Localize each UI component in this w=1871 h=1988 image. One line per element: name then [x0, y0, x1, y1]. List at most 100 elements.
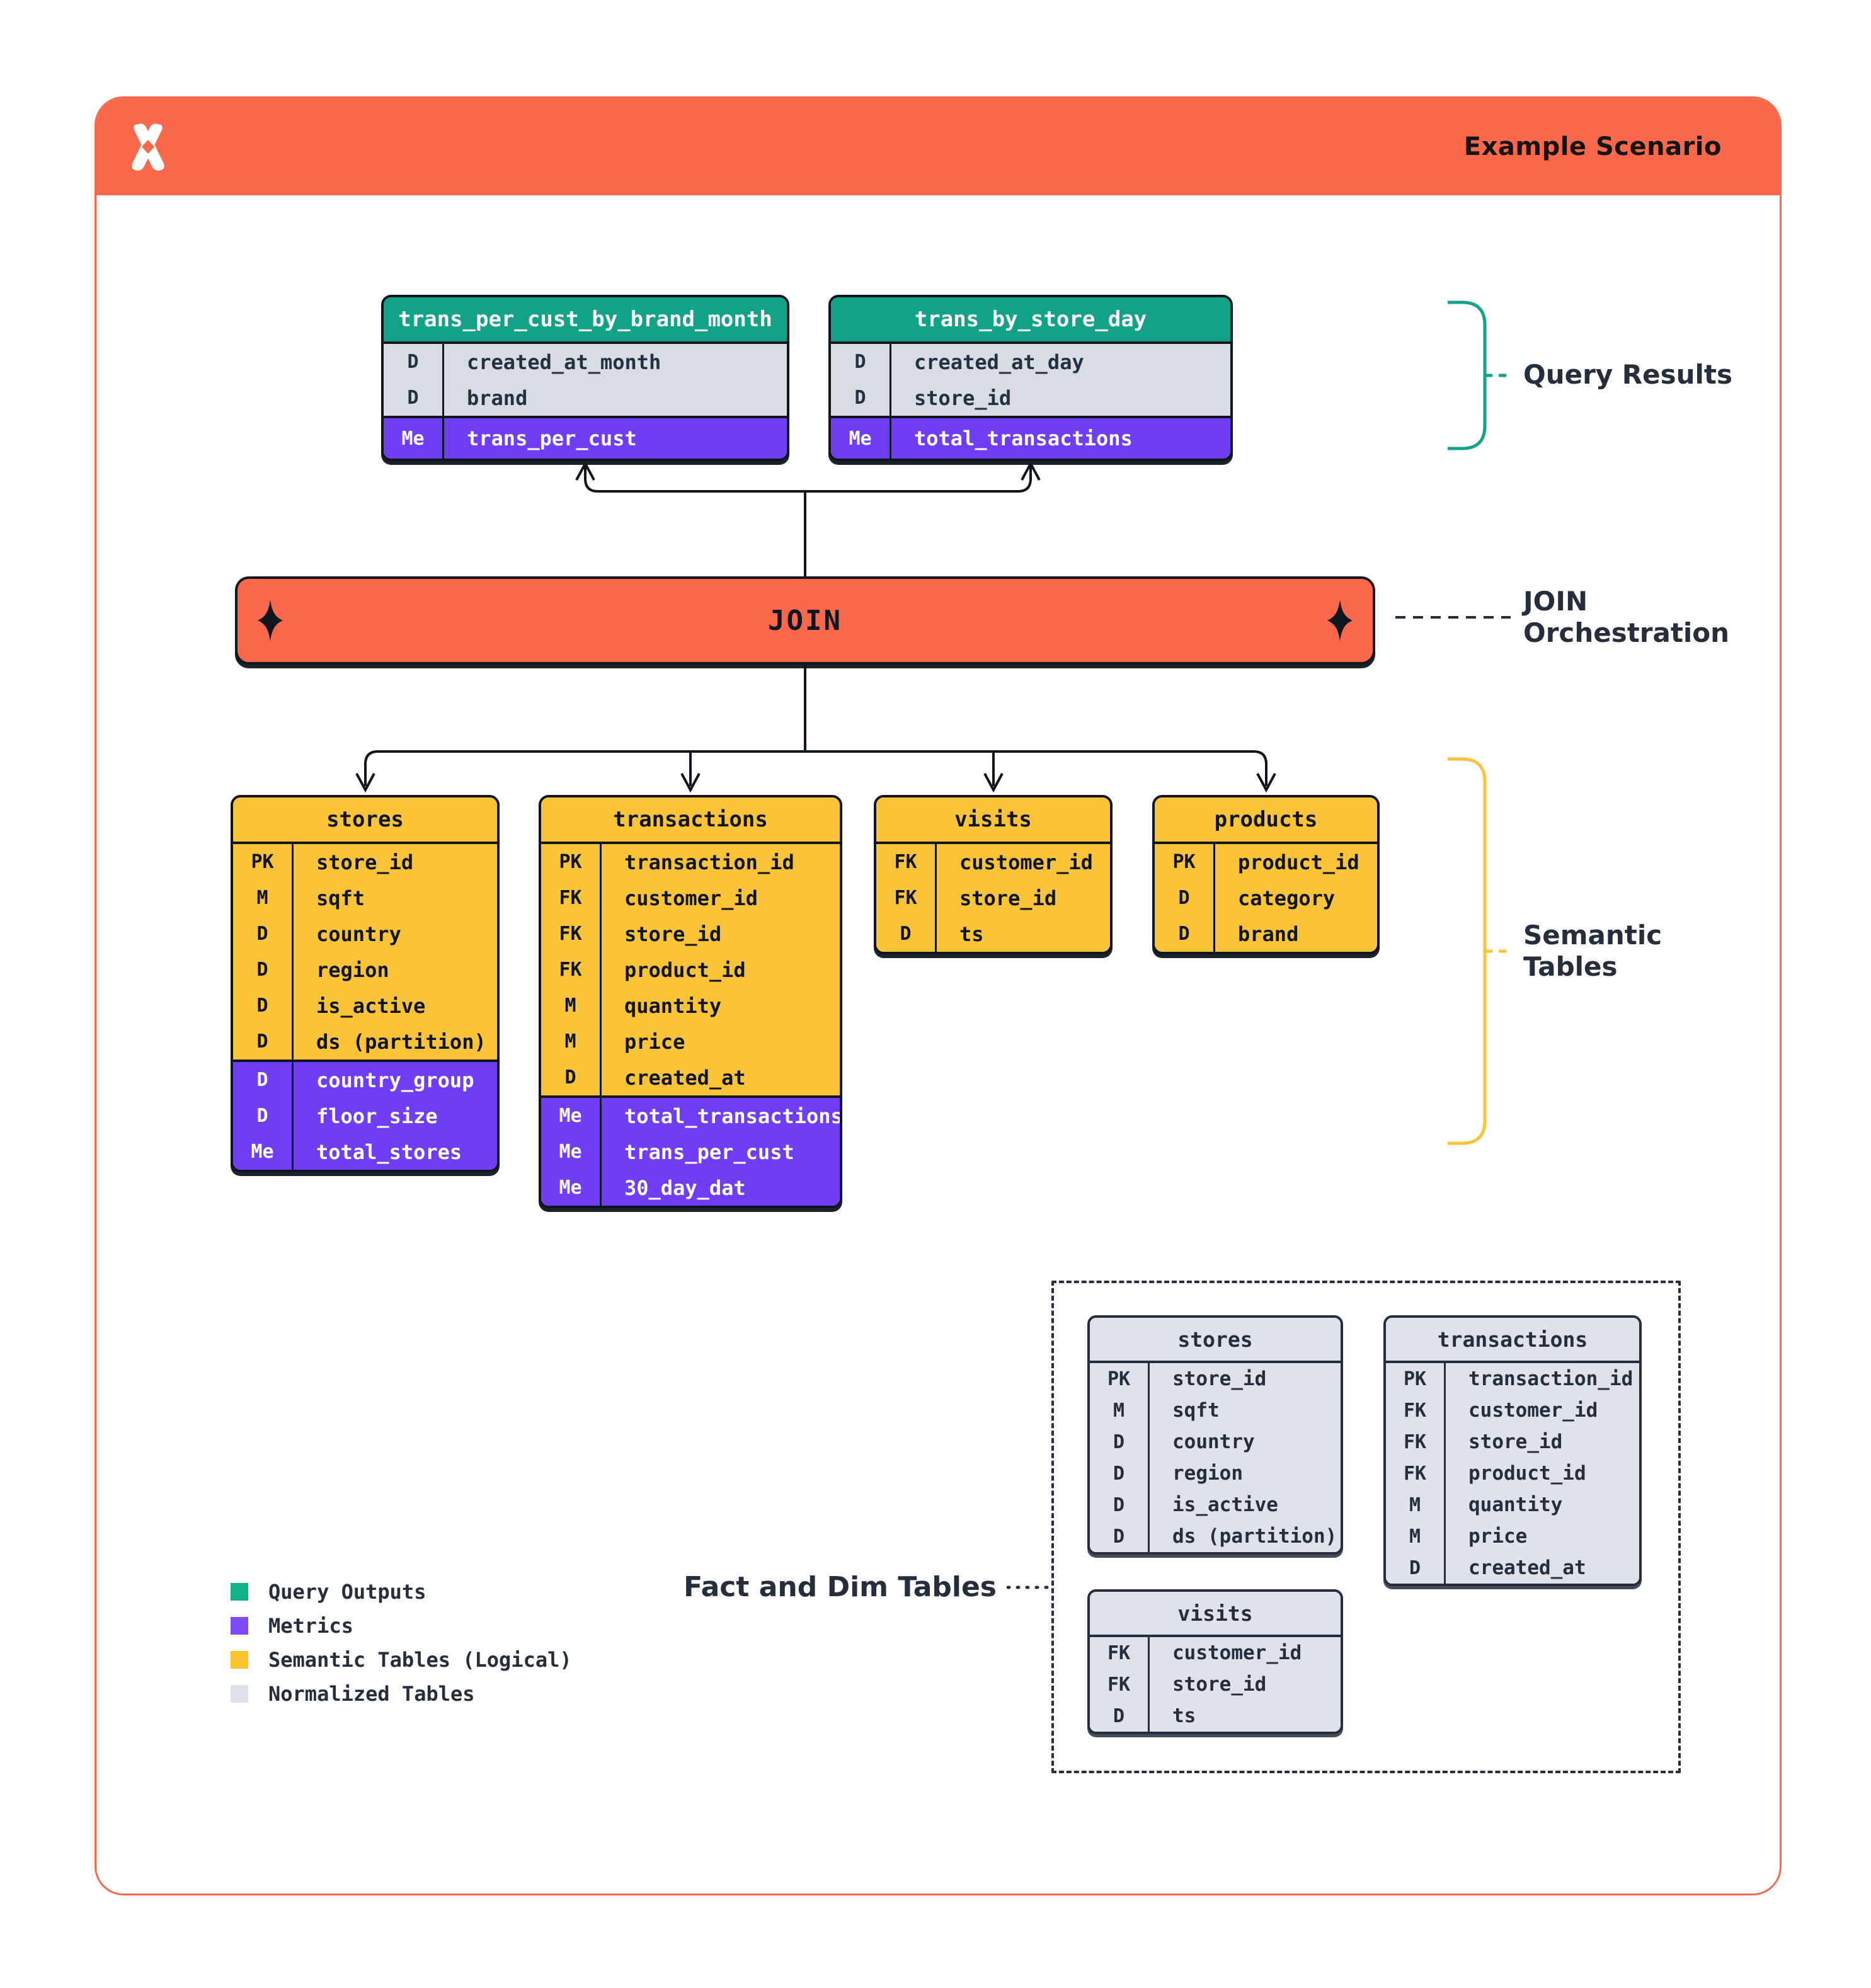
bracket-query-results: [1448, 300, 1487, 450]
row-field: created_at_day: [914, 350, 1084, 374]
label-join-orchestration-line2: Orchestration: [1523, 617, 1730, 648]
row-field: total_transactions: [624, 1104, 842, 1128]
row-key: FK: [876, 880, 937, 916]
row-field: price: [1468, 1525, 1528, 1548]
row-field: 30_day_dat: [624, 1175, 746, 1200]
row-key: D: [233, 1098, 294, 1134]
fact-dim-dashed-box: [1051, 1281, 1681, 1773]
row-field: customer_id: [624, 886, 758, 910]
row-field: brand: [467, 386, 528, 410]
row-field: product_id: [1468, 1462, 1586, 1485]
row-key: FK: [1090, 1637, 1150, 1669]
legend-item-semantic-tables: Semantic Tables (Logical): [231, 1648, 572, 1672]
row-key: FK: [541, 916, 602, 952]
row-field: transaction_id: [1468, 1368, 1634, 1390]
arrowhead-up-right: [1021, 460, 1041, 481]
label-join-orchestration: JOIN Orchestration: [1523, 586, 1729, 649]
row-key: D: [233, 916, 294, 952]
row-field: trans_per_cust: [624, 1140, 794, 1164]
row-field: category: [1238, 886, 1336, 910]
row-field: quantity: [1468, 1494, 1563, 1516]
row-key: Me: [541, 1170, 602, 1206]
row-key: Me: [233, 1134, 294, 1170]
row-key: D: [233, 1062, 294, 1098]
row-key: FK: [1386, 1395, 1446, 1426]
legend-label: Normalized Tables: [268, 1682, 475, 1706]
row-key: D: [1090, 1489, 1150, 1521]
row-field: brand: [1238, 922, 1299, 946]
row-key: D: [1090, 1426, 1150, 1458]
row-field: region: [316, 957, 389, 982]
bracket-semantic-tables: [1448, 757, 1487, 1145]
page-title: Example Scenario: [1463, 132, 1722, 161]
legend-item-query-outputs: Query Outputs: [231, 1580, 572, 1604]
row-key: M: [233, 880, 294, 916]
row-key: PK: [541, 844, 602, 880]
row-field: total_transactions: [914, 426, 1133, 450]
row-field: country: [316, 922, 401, 946]
row-field: is_active: [1172, 1494, 1278, 1516]
join-node: JOIN: [235, 576, 1375, 665]
row-key: PK: [233, 844, 294, 880]
row-key: PK: [1386, 1363, 1446, 1395]
label-semantic-tables-line2: Tables: [1523, 951, 1618, 982]
table-title: transactions: [541, 797, 840, 844]
label-query-results: Query Results: [1523, 359, 1733, 390]
row-key: PK: [1090, 1363, 1150, 1395]
table-title: transactions: [1386, 1318, 1639, 1363]
label-join-orchestration-line1: JOIN: [1523, 586, 1588, 617]
table-row: PK transaction_id: [1386, 1363, 1639, 1395]
row-key: D: [541, 1060, 602, 1095]
row-key: D: [1090, 1521, 1150, 1552]
row-key: D: [1155, 880, 1215, 916]
row-key: PK: [1155, 844, 1215, 880]
row-field: sqft: [1172, 1399, 1220, 1422]
row-field: created_at_month: [467, 350, 661, 374]
connector-join-to-results: [584, 466, 1032, 576]
row-field: customer_id: [1468, 1399, 1598, 1422]
row-key: M: [1386, 1489, 1446, 1521]
row-field: floor_size: [316, 1104, 438, 1128]
row-field: price: [624, 1029, 685, 1054]
row-field: customer_id: [959, 850, 1093, 874]
row-field: product_id: [1238, 850, 1359, 874]
row-field: store_id: [1468, 1431, 1563, 1453]
legend-item-normalized-tables: Normalized Tables: [231, 1682, 572, 1706]
row-key: Me: [384, 418, 444, 459]
table-title: products: [1155, 797, 1377, 844]
table-title: trans_per_cust_by_brand_month: [384, 297, 787, 344]
label-semantic-tables-line1: Semantic: [1523, 920, 1662, 951]
row-key: M: [1386, 1521, 1446, 1552]
